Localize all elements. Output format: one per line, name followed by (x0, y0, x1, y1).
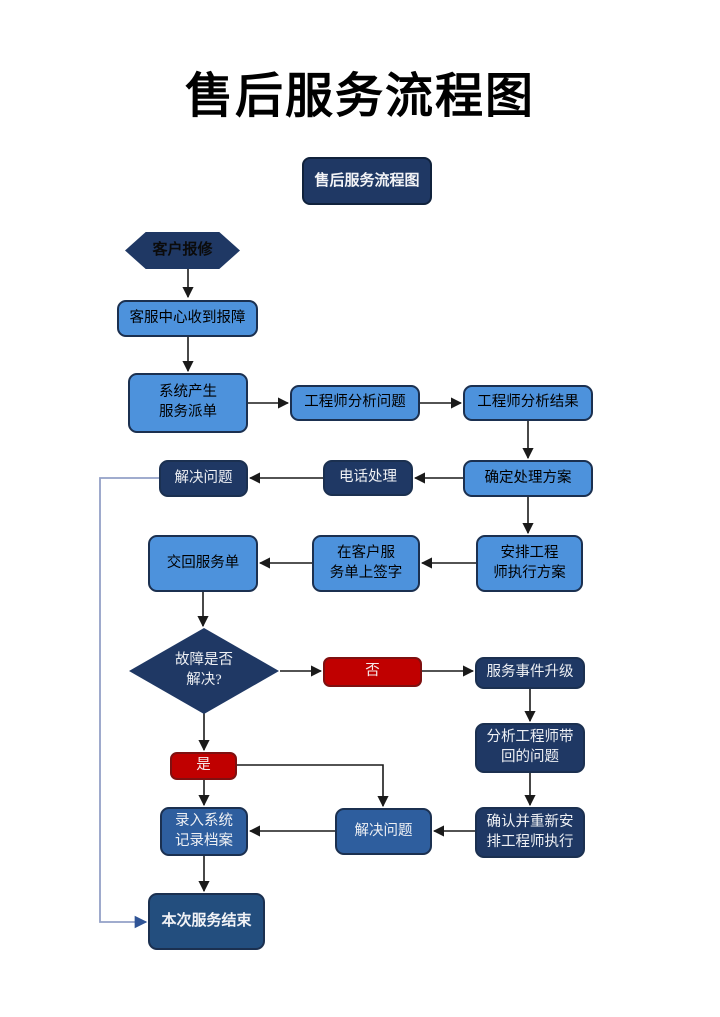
node-phone-handling: 电话处理 (323, 460, 413, 496)
page-title: 售后服务流程图 (184, 70, 535, 123)
node-system-generate-order: 系统产生 服务派单 (128, 373, 248, 433)
node-solve-problem-bottom: 解决问题 (335, 808, 432, 855)
node-record-to-system: 录入系统 记录档案 (160, 807, 248, 856)
node-arrange-engineer: 安排工程 师执行方案 (476, 535, 583, 592)
connector-solvetop-loop-to-end (99, 477, 159, 929)
node-sign-service-sheet: 在客户服 务单上签字 (312, 535, 420, 592)
label-no: 否 (323, 657, 422, 687)
label-yes: 是 (170, 752, 237, 780)
flow-header-box: 售后服务流程图 (302, 157, 432, 205)
node-determine-solution: 确定处理方案 (463, 460, 593, 497)
node-engineer-analyze-result: 工程师分析结果 (463, 385, 593, 421)
connector-yes-to-solvebottom (237, 764, 389, 808)
node-confirm-rearrange: 确认并重新安 排工程师执行 (475, 807, 585, 858)
node-engineer-analyze-problem: 工程师分析问题 (290, 385, 420, 421)
node-service-end: 本次服务结束 (148, 893, 265, 950)
node-service-escalation: 服务事件升级 (475, 657, 585, 689)
node-solve-problem-top: 解决问题 (159, 460, 248, 497)
node-analyze-brought-back: 分析工程师带 回的问题 (475, 723, 585, 773)
node-return-service-sheet: 交回服务单 (148, 535, 258, 592)
node-service-center-receive: 客服中心收到报障 (117, 300, 258, 337)
node-customer-report: 客户报修 (125, 232, 240, 269)
